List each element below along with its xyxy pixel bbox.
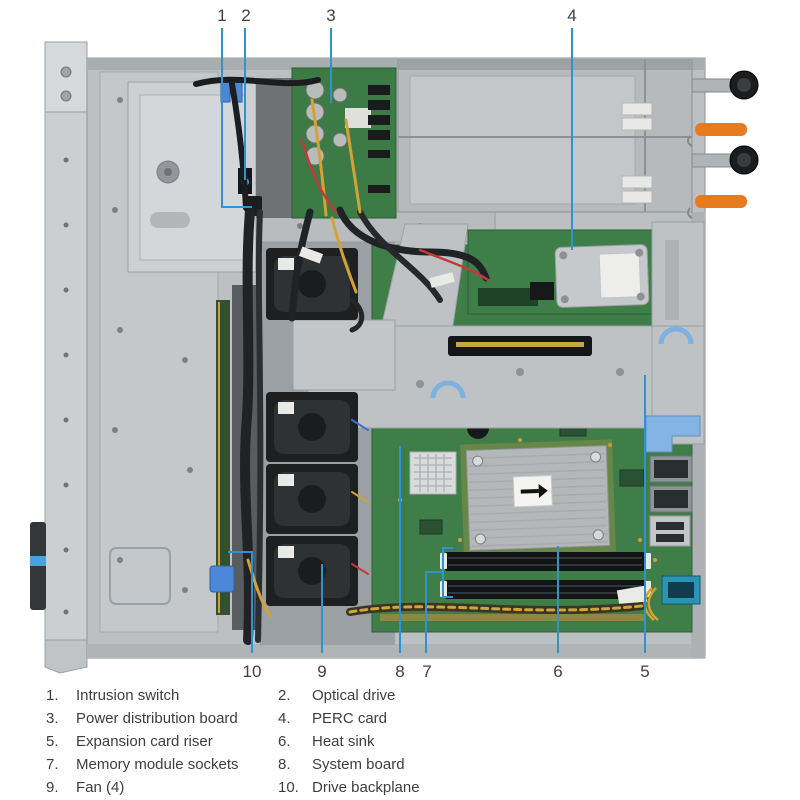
- fan-2: [266, 392, 358, 462]
- legend-item-label: Drive backplane: [312, 779, 420, 796]
- callout-number-3: 3: [326, 6, 336, 25]
- legend-item-label: Optical drive: [312, 687, 396, 704]
- power-distribution-board: [291, 67, 397, 219]
- legend-item-number: 4.: [278, 710, 291, 727]
- legend-item-number: 1.: [46, 687, 59, 704]
- legend-item-label: Fan (4): [76, 779, 125, 796]
- legend-item-number: 9.: [46, 779, 59, 796]
- callout-number-2: 2: [241, 6, 251, 25]
- psu-release-tab: [686, 123, 747, 219]
- legend-item-label: Power distribution board: [76, 710, 238, 727]
- leader-lines: [221, 28, 646, 653]
- callout-number-10: 10: [242, 662, 262, 681]
- callout-number-9: 9: [317, 662, 327, 681]
- legend-item-label: PERC card: [312, 710, 388, 727]
- callout-number-8: 8: [395, 662, 405, 681]
- legend-item-label: System board: [312, 756, 405, 773]
- legend-item-number: 8.: [278, 756, 291, 773]
- legend-item-number: 3.: [46, 710, 59, 727]
- legend-item-label: Intrusion switch: [76, 687, 180, 704]
- legend: 1. Intrusion switch 2. Optical drive 3. …: [46, 687, 666, 797]
- callout-number-5: 5: [640, 662, 650, 681]
- cables: [193, 76, 646, 645]
- legend-item-label: Heat sink: [312, 733, 375, 750]
- fans: [266, 248, 396, 606]
- legend-item-number: 10.: [278, 779, 299, 796]
- legend-item-label: Expansion card riser: [76, 733, 213, 750]
- io-ports: [643, 415, 701, 621]
- callout-number-7: 7: [422, 662, 432, 681]
- callout-number-1: 1: [217, 6, 227, 25]
- callout-number-4: 4: [567, 6, 577, 25]
- legend-item-number: 5.: [46, 733, 59, 750]
- psu-handle: [691, 70, 759, 175]
- fan-3: [266, 464, 358, 534]
- legend-item-label: Memory module sockets: [76, 756, 239, 773]
- expansion-card-riser: [307, 221, 705, 445]
- drive-backplane: [209, 300, 235, 615]
- rack-rail: [30, 41, 88, 674]
- callout-number-6: 6: [553, 662, 563, 681]
- perc-card: [467, 229, 687, 315]
- fan-4: [266, 536, 358, 606]
- legend-item-number: 6.: [278, 733, 291, 750]
- legend-item-number: 2.: [278, 687, 291, 704]
- legend-item-number: 7.: [46, 756, 59, 773]
- psu: [397, 59, 759, 219]
- heat-sink: [460, 439, 616, 557]
